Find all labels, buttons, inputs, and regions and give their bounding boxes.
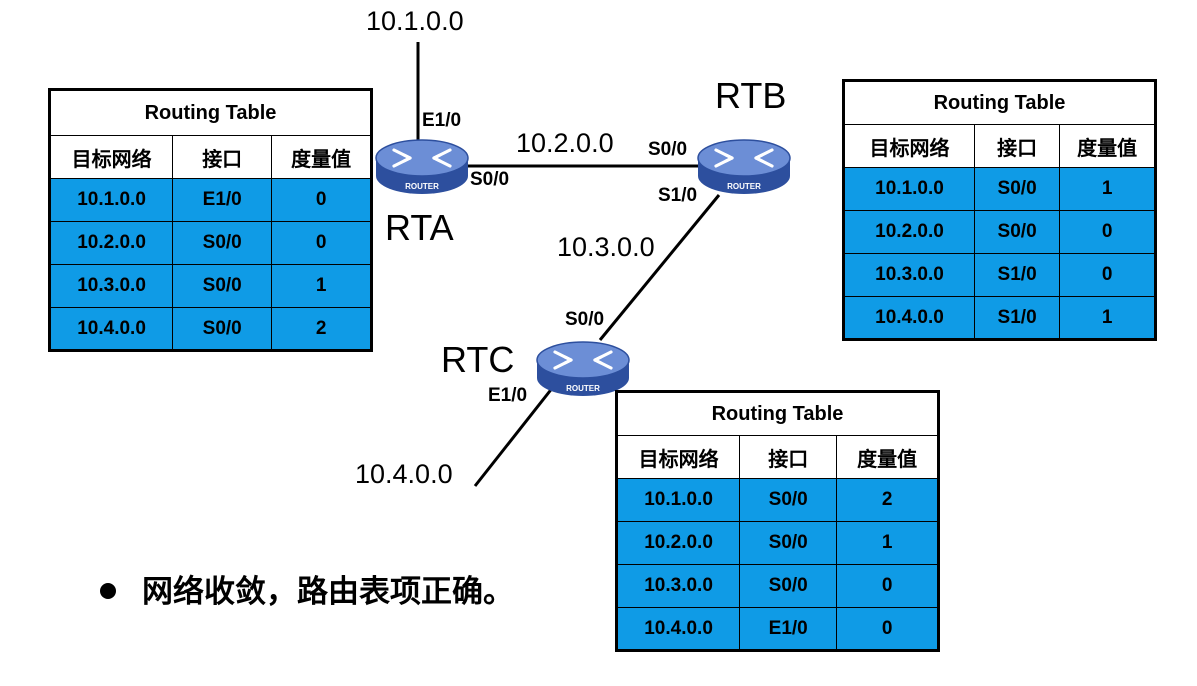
cell-interface: S0/0 [973, 167, 1061, 211]
router-name-rtb: RTB [715, 75, 787, 116]
cell-destination: 10.1.0.0 [615, 478, 741, 522]
network-label-10-1: 10.1.0.0 [366, 6, 464, 36]
table-row: 10.1.0.0 S0/0 1 [843, 167, 1156, 211]
cell-metric: 0 [1059, 210, 1156, 254]
router-rtc: ROUTER [535, 338, 631, 400]
cell-metric: 0 [271, 221, 372, 265]
table-row: 10.3.0.0 S0/0 1 [48, 264, 372, 308]
table-row: 10.2.0.0 S0/0 0 [48, 221, 372, 265]
cell-destination: 10.4.0.0 [48, 307, 174, 351]
cell-interface: S0/0 [739, 521, 838, 565]
cell-interface: S0/0 [172, 307, 273, 351]
cell-metric: 0 [271, 178, 372, 222]
cell-destination: 10.4.0.0 [615, 607, 741, 651]
bullet-note: 网络收敛，路由表项正确。 [100, 566, 514, 611]
cell-interface: S0/0 [739, 564, 838, 608]
network-label-10-2: 10.2.0.0 [516, 128, 614, 158]
router-name-rtc: RTC [441, 339, 515, 380]
cell-interface: S1/0 [973, 253, 1061, 297]
iface-rtc-s0: S0/0 [565, 309, 605, 330]
table-row: 10.3.0.0 S0/0 0 [615, 564, 939, 608]
cell-interface: E1/0 [172, 178, 273, 222]
cell-interface: S0/0 [172, 221, 273, 265]
column-header-interface: 接口 [973, 124, 1061, 168]
table-row: 10.2.0.0 S0/0 0 [843, 210, 1156, 254]
cell-destination: 10.3.0.0 [48, 264, 174, 308]
cell-metric: 1 [1059, 167, 1156, 211]
svg-text:ROUTER: ROUTER [727, 182, 761, 191]
network-label-10-4: 10.4.0.0 [355, 459, 453, 489]
cell-metric: 1 [271, 264, 372, 308]
bullet-text: 网络收敛，路由表项正确。 [142, 574, 514, 609]
table-row: 10.1.0.0 S0/0 2 [615, 478, 939, 522]
cell-metric: 1 [836, 521, 939, 565]
table-title: Routing Table [616, 391, 939, 436]
cell-metric: 0 [1059, 253, 1156, 297]
bullet-dot-icon [100, 582, 116, 599]
cell-destination: 10.1.0.0 [843, 167, 975, 211]
table-row: 10.4.0.0 S0/0 2 [48, 307, 372, 351]
cell-interface: S0/0 [172, 264, 273, 308]
cell-metric: 2 [836, 478, 939, 522]
router-rta: ROUTER [374, 136, 470, 198]
iface-rta-e1: E1/0 [422, 110, 462, 131]
cell-destination: 10.3.0.0 [843, 253, 975, 297]
cell-destination: 10.3.0.0 [615, 564, 741, 608]
routing-table-rtc: Routing Table 目标网络 接口 度量值 10.1.0.0 S0/0 … [615, 390, 940, 652]
routing-table-rta: Routing Table 目标网络 接口 度量值 10.1.0.0 E1/0 … [48, 88, 373, 352]
cell-metric: 0 [836, 564, 939, 608]
table-row: 10.1.0.0 E1/0 0 [48, 178, 372, 222]
iface-rtb-s1: S1/0 [658, 185, 698, 206]
svg-text:ROUTER: ROUTER [405, 182, 439, 191]
cell-metric: 2 [271, 307, 372, 351]
table-title: Routing Table [843, 80, 1156, 125]
cell-metric: 1 [1059, 296, 1156, 340]
link-rtb-rtc [598, 194, 721, 341]
table-row: 10.2.0.0 S0/0 1 [615, 521, 939, 565]
table-title: Routing Table [49, 89, 372, 136]
column-header-destination: 目标网络 [48, 135, 174, 179]
cell-destination: 10.4.0.0 [843, 296, 975, 340]
routing-table-rtb: Routing Table 目标网络 接口 度量值 10.1.0.0 S0/0 … [842, 79, 1157, 341]
cell-interface: E1/0 [739, 607, 838, 651]
cell-destination: 10.1.0.0 [48, 178, 174, 222]
cell-destination: 10.2.0.0 [615, 521, 741, 565]
router-rtb: ROUTER [696, 136, 792, 198]
cell-interface: S0/0 [739, 478, 838, 522]
table-row: 10.4.0.0 E1/0 0 [615, 607, 939, 651]
router-icon: ROUTER [697, 139, 791, 194]
column-header-interface: 接口 [739, 435, 838, 479]
cell-interface: S1/0 [973, 296, 1061, 340]
router-name-rta: RTA [385, 207, 454, 248]
column-header-metric: 度量值 [271, 135, 372, 179]
svg-text:ROUTER: ROUTER [566, 384, 600, 393]
iface-rtc-e1: E1/0 [488, 385, 528, 406]
cell-metric: 0 [836, 607, 939, 651]
table-row: 10.4.0.0 S1/0 1 [843, 296, 1156, 340]
column-header-interface: 接口 [172, 135, 273, 179]
iface-rta-s0: S0/0 [470, 169, 510, 190]
router-icon: ROUTER [536, 341, 630, 396]
network-label-10-3: 10.3.0.0 [557, 232, 655, 262]
iface-rtb-s0: S0/0 [648, 139, 688, 160]
table-row: 10.3.0.0 S1/0 0 [843, 253, 1156, 297]
cell-destination: 10.2.0.0 [843, 210, 975, 254]
cell-destination: 10.2.0.0 [48, 221, 174, 265]
cell-interface: S0/0 [973, 210, 1061, 254]
link-rtc-10-4 [473, 381, 559, 487]
router-icon: ROUTER [375, 139, 469, 194]
column-header-metric: 度量值 [1059, 124, 1156, 168]
column-header-destination: 目标网络 [843, 124, 975, 168]
column-header-destination: 目标网络 [615, 435, 741, 479]
column-header-metric: 度量值 [836, 435, 939, 479]
